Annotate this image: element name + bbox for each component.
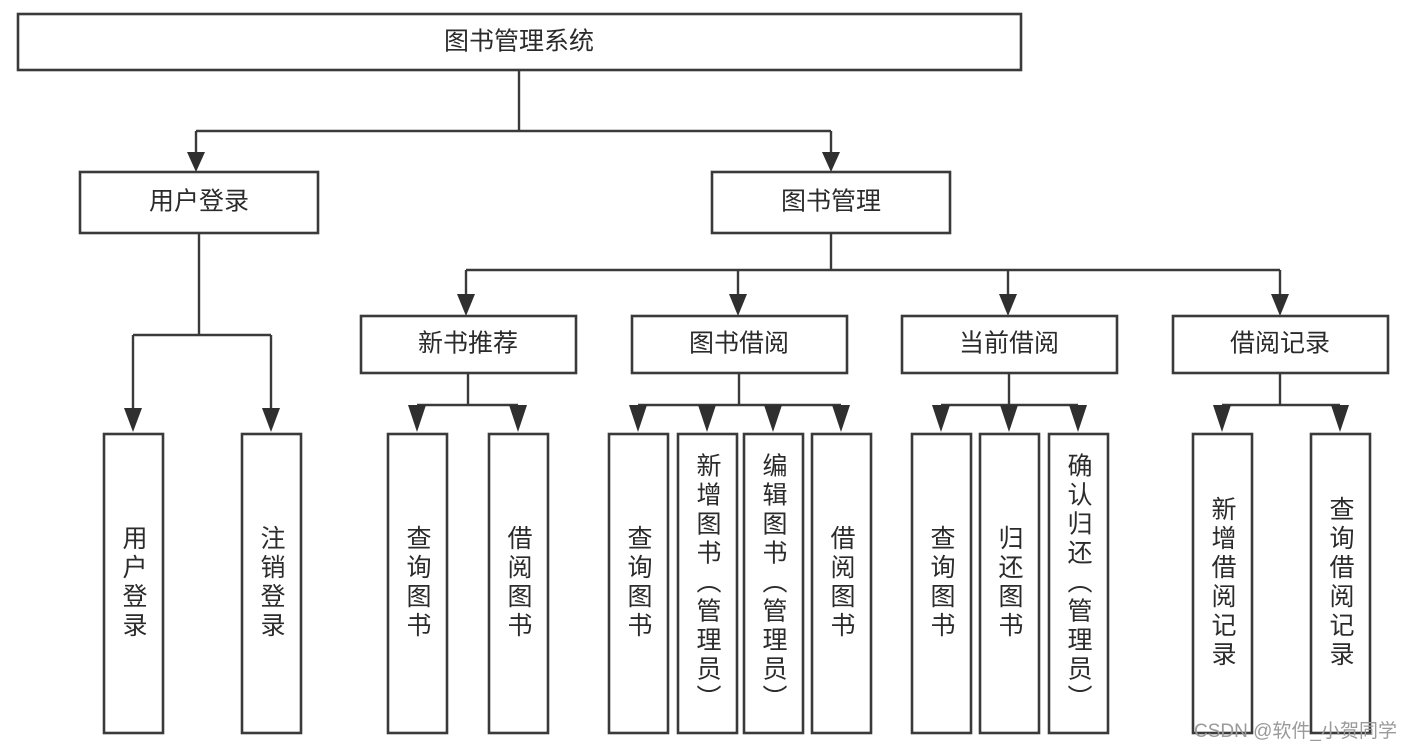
leaf-label-ul-2: 注销登录 [257,525,286,641]
leaf-label-bb-2: 新增图书（管理员） [693,453,722,714]
leaf-box-ul-1[interactable] [102,432,165,735]
leaf-label-br-2: 查询借阅记录 [1326,496,1355,670]
arrow-head-nb-2 [509,405,527,432]
arrow-head-bb-1 [629,405,647,432]
leaf-label-bb-4: 借阅图书 [827,525,856,641]
leaf-node-borrow-borrow-book[interactable]: 借阅图书 [810,432,873,735]
leaf-box-cb-2[interactable] [978,432,1041,735]
node-book-management-label: 图书管理 [781,188,881,216]
leaf-box-bb-1[interactable] [607,432,670,735]
arrow-head-bb-4 [832,405,850,432]
arrow-head-cb-3 [1069,405,1087,432]
node-user-login-label: 用户登录 [149,188,249,216]
arrow-head-bb-2 [698,405,716,432]
node-user-login-box[interactable] [78,170,320,235]
leaf-label-ul-1: 用户登录 [119,525,148,641]
arrow-head-book-borrow [729,294,747,316]
leaf-node-record-add[interactable]: 新增借阅记录 [1191,432,1254,735]
leaf-node-borrow-edit-admin[interactable]: 编辑图书（管理员） [742,432,805,735]
leaf-box-bb-4[interactable] [810,432,873,735]
node-borrow-record-label: 借阅记录 [1230,330,1330,358]
leaf-node-record-query[interactable]: 查询借阅记录 [1309,432,1372,735]
leaf-box-bb-2[interactable] [676,432,739,735]
leaf-node-borrow-add-admin[interactable]: 新增图书（管理员） [676,432,739,735]
connector-userlogin-to-leaves [124,233,280,432]
arrow-head-current-borrow [999,294,1017,316]
leaf-box-ul-2[interactable] [240,432,303,735]
node-new-book-recommend-label: 新书推荐 [418,330,518,358]
leaf-label-cb-3: 确认归还（管理员） [1064,453,1093,714]
arrow-head-cb-1 [932,405,950,432]
node-borrow-record[interactable]: 借阅记录 [1171,314,1390,375]
node-book-management[interactable]: 图书管理 [710,170,952,235]
leaf-label-cb-1: 查询图书 [927,525,956,641]
node-root-box[interactable] [16,12,1023,72]
node-new-book-recommend-box[interactable] [359,314,578,375]
connector-newbook-to-leaves [408,373,527,432]
arrow-head-ul-2 [262,408,280,432]
connector-bookborrow-to-leaves [629,373,850,432]
leaf-node-borrow-query[interactable]: 查询图书 [607,432,670,735]
leaf-label-nb-1: 查询图书 [403,525,432,641]
node-book-management-box[interactable] [710,170,952,235]
leaf-box-br-1[interactable] [1191,432,1254,735]
arrow-head-br-1 [1213,405,1231,432]
node-book-borrow-box[interactable] [630,314,849,375]
leaf-label-cb-2: 归还图书 [995,525,1024,641]
node-current-borrow[interactable]: 当前借阅 [900,314,1119,375]
arrow-head-bb-3 [764,405,782,432]
leaf-label-bb-1: 查询图书 [624,525,653,641]
arrow-head-cb-2 [1000,405,1018,432]
leaf-node-current-query[interactable]: 查询图书 [910,432,973,735]
node-root-label: 图书管理系统 [444,28,594,56]
node-book-borrow-label: 图书借阅 [689,330,789,358]
node-user-login[interactable]: 用户登录 [78,170,320,235]
node-borrow-record-box[interactable] [1171,314,1390,375]
arrow-head-ul-1 [124,408,142,432]
leaf-node-user-login-logout[interactable]: 注销登录 [240,432,303,735]
connector-borrowrecord-to-leaves [1213,373,1349,432]
leaf-node-new-book-borrow[interactable]: 借阅图书 [487,432,550,735]
leaf-label-br-1: 新增借阅记录 [1208,496,1237,670]
leaf-box-cb-1[interactable] [910,432,973,735]
leaf-node-new-book-query[interactable]: 查询图书 [386,432,449,735]
leaf-box-nb-1[interactable] [386,432,449,735]
arrow-head-borrow-record [1271,294,1289,316]
node-current-borrow-label: 当前借阅 [959,330,1059,358]
arrow-head-br-2 [1331,405,1349,432]
connector-root-to-level2 [187,70,840,172]
node-book-borrow[interactable]: 图书借阅 [630,314,849,375]
arrow-head-user-login [187,152,205,172]
node-new-book-recommend[interactable]: 新书推荐 [359,314,578,375]
leaf-box-br-2[interactable] [1309,432,1372,735]
leaf-box-bb-3[interactable] [742,432,805,735]
leaf-box-cb-3[interactable] [1047,432,1110,735]
leaf-node-user-login-login[interactable]: 用户登录 [102,432,165,735]
connector-currentborrow-to-leaves [932,373,1087,432]
node-root-system[interactable]: 图书管理系统 [16,12,1023,72]
leaf-label-nb-2: 借阅图书 [504,525,533,641]
leaf-node-current-return[interactable]: 归还图书 [978,432,1041,735]
node-current-borrow-box[interactable] [900,314,1119,375]
leaf-node-current-confirm-return-admin[interactable]: 确认归还（管理员） [1047,432,1110,735]
connector-bookmgmt-to-level3 [457,233,1289,316]
arrow-head-new-book [457,294,475,316]
leaf-label-bb-3: 编辑图书（管理员） [759,453,788,714]
arrow-head-book-mgmt [822,152,840,172]
leaf-box-nb-2[interactable] [487,432,550,735]
arrow-head-nb-1 [408,405,426,432]
